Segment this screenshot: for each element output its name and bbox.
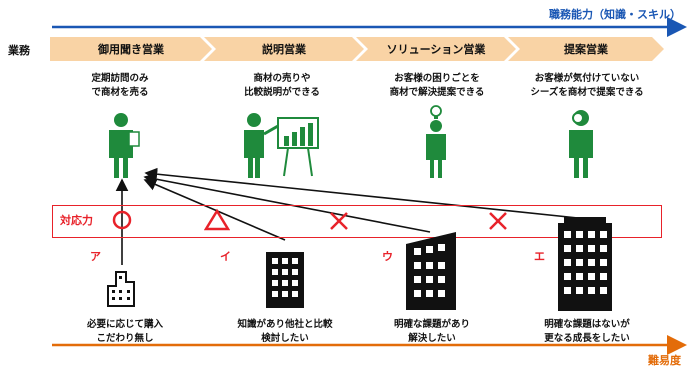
customer-desc-i-line1: 知識があり他社と比較 <box>237 319 333 330</box>
stage-chevron-4: 提案営業 <box>508 37 664 61</box>
stage-desc-2: 商材の売りや 比較説明ができる <box>207 72 357 100</box>
stage-desc-1-line2: で商材を売る <box>91 87 149 98</box>
stage-desc-1-line1: 定期訪問のみ <box>91 73 149 84</box>
arrow-e <box>144 167 579 219</box>
mid-building-icon <box>266 252 304 308</box>
person-with-document-icon <box>109 113 140 178</box>
stage-desc-4: お客様が気付けていない シーズを商材で提案できる <box>512 72 662 100</box>
customer-desc-u-line2: 解決したい <box>408 333 456 344</box>
customer-desc-u: 明確な課題があり 解決したい <box>352 318 512 346</box>
skill-axis-label: 職務能力（知識・スキル） <box>549 8 681 21</box>
stage-desc-2-line1: 商材の売りや <box>253 73 311 84</box>
response-box <box>52 205 662 238</box>
customer-desc-e-line1: 明確な課題はないが <box>544 319 630 330</box>
person-with-magnifier-icon <box>569 110 593 178</box>
person-with-lightbulb-icon <box>426 105 446 178</box>
arrow-u <box>143 172 431 233</box>
tall-building-icon <box>406 232 456 310</box>
response-label: 対応力 <box>60 214 93 227</box>
skyscraper-icon <box>558 217 612 311</box>
customer-desc-e: 明確な課題はないが 更なる成長をしたい <box>507 318 667 346</box>
mark-triangle-icon <box>204 208 230 231</box>
customer-desc-e-line2: 更なる成長をしたい <box>544 333 630 344</box>
stage-chevron-3: ソリューション営業 <box>356 37 516 61</box>
stage-desc-4-line1: お客様が気付けていない <box>534 73 640 84</box>
row-label-business: 業務 <box>8 44 30 57</box>
stage-chevron-2: 説明営業 <box>204 37 364 61</box>
customer-letter-a: ア <box>90 250 101 263</box>
mark-circle-icon <box>112 210 132 230</box>
person-presenting-chart-icon <box>244 113 319 178</box>
customer-letter-u: ウ <box>382 250 393 263</box>
stage-desc-4-line2: シーズを商材で提案できる <box>530 87 644 98</box>
stage-desc-3: お客様の困りごとを 商材で解決提案できる <box>362 72 512 100</box>
customer-desc-i: 知識があり他社と比較 検討したい <box>205 318 365 346</box>
mark-cross-icon-1 <box>330 212 348 230</box>
stage-chevron-1: 御用聞き営業 <box>50 37 212 61</box>
customer-desc-i-line2: 検討したい <box>261 333 309 344</box>
small-building-outline-icon <box>107 271 135 307</box>
stage-desc-1: 定期訪問のみ で商材を売る <box>45 72 195 100</box>
stage-desc-3-line2: 商材で解決提案できる <box>389 87 485 98</box>
customer-letter-i: イ <box>220 250 231 263</box>
customer-desc-a-line1: 必要に応じて購入 <box>86 319 163 330</box>
difficulty-axis-label: 難易度 <box>648 354 681 367</box>
customer-desc-a: 必要に応じて購入 こだわり無し <box>45 318 205 346</box>
mark-cross-icon-2 <box>489 212 507 230</box>
stage-desc-3-line1: お客様の困りごとを <box>394 73 480 84</box>
customer-letter-e: エ <box>534 250 545 263</box>
arrow-i <box>143 178 286 241</box>
stage-desc-2-line2: 比較説明ができる <box>244 87 320 98</box>
customer-desc-u-line1: 明確な課題があり <box>393 319 470 330</box>
customer-desc-a-line2: こだわり無し <box>96 333 154 344</box>
